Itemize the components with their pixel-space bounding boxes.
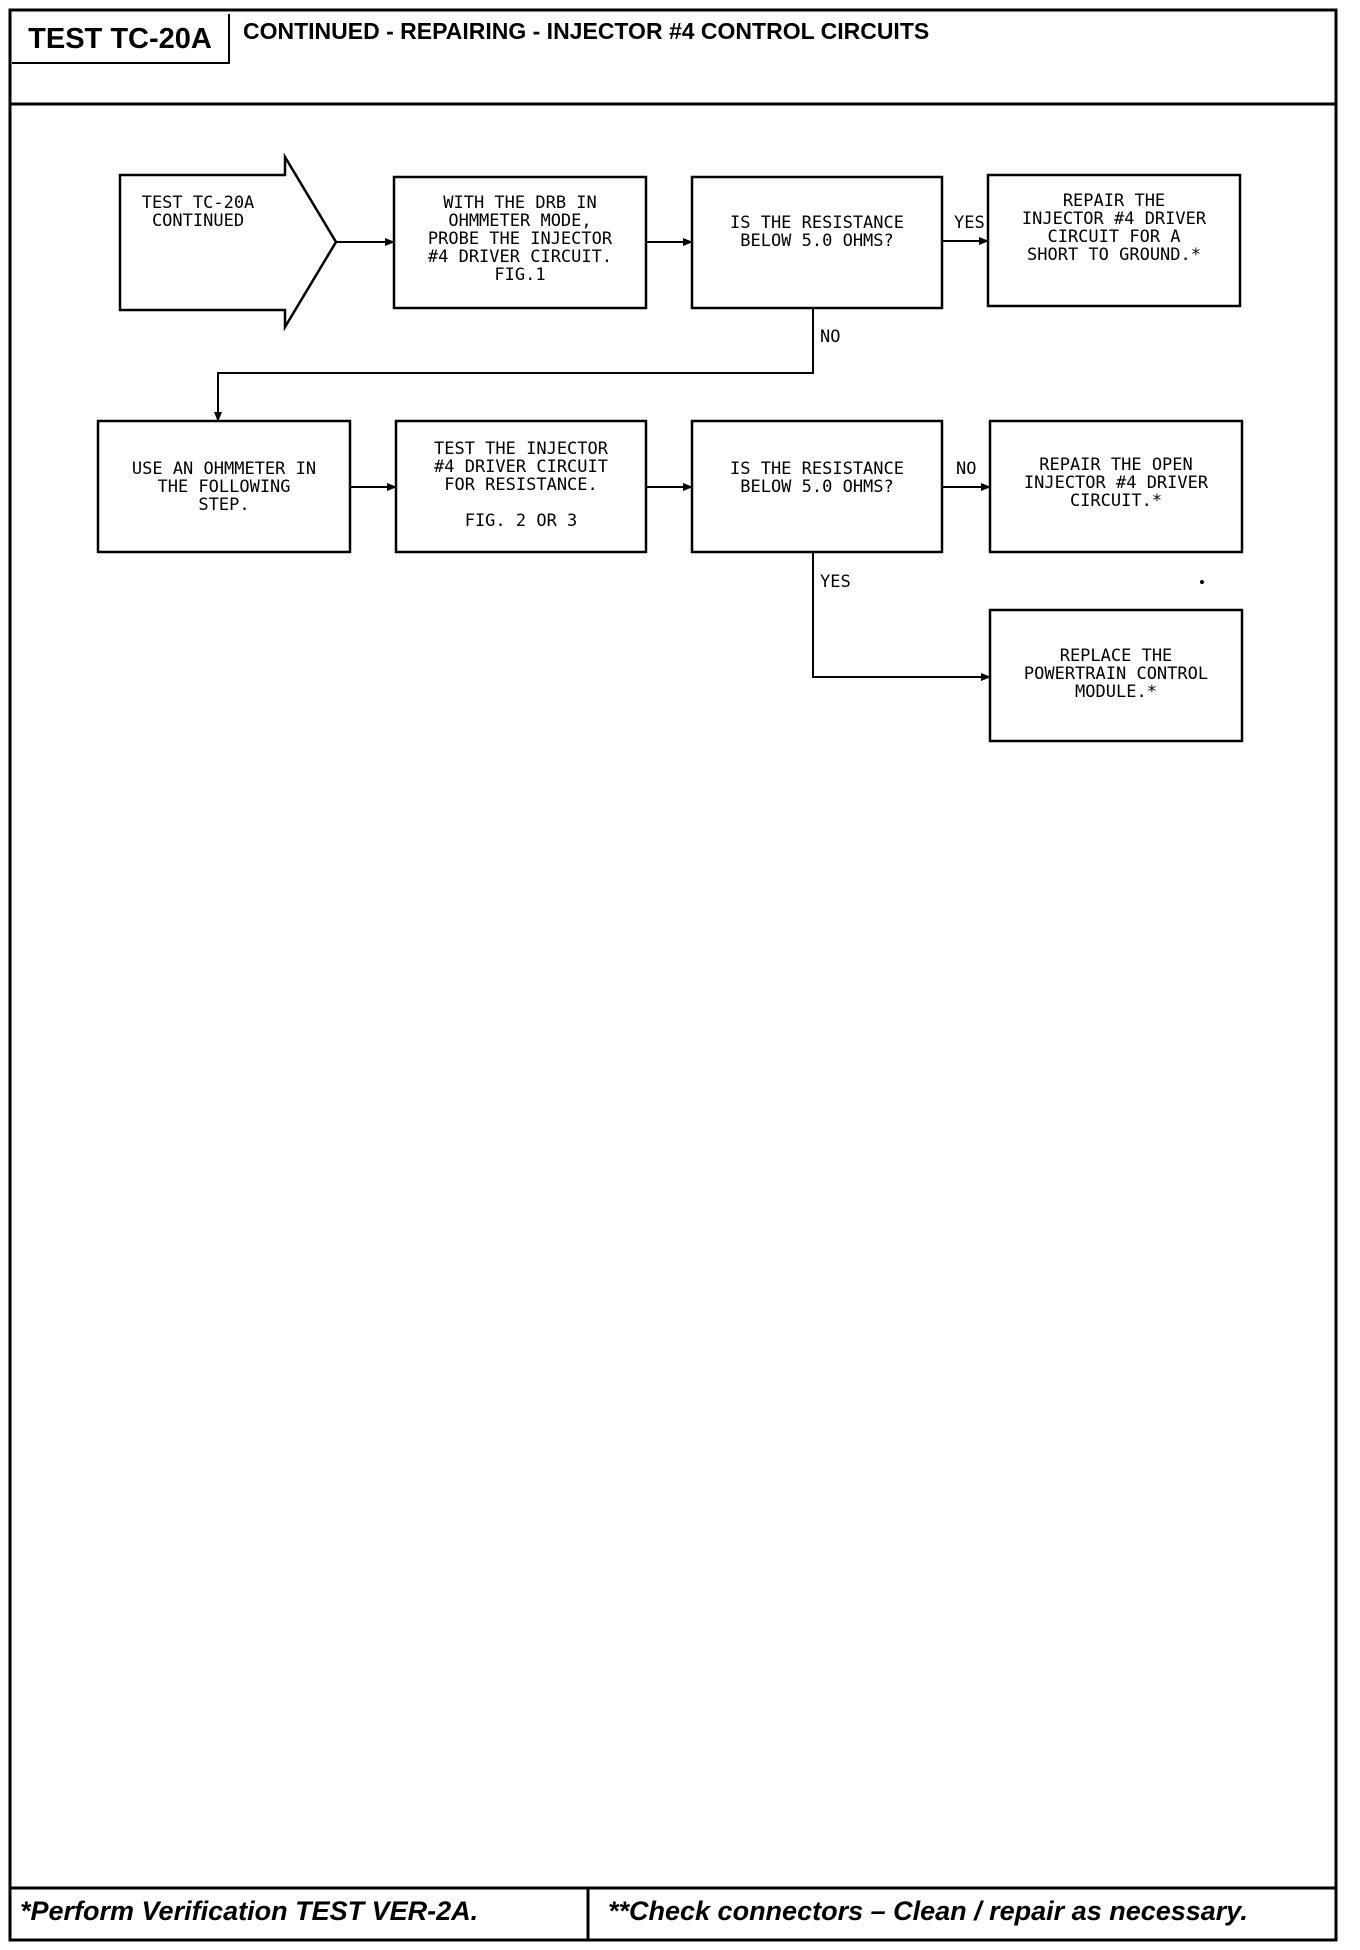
- connector-q1-no: [214, 308, 814, 422]
- label-q2-yes: YES: [820, 572, 851, 592]
- step-probe-line: OHMMETER MODE,: [448, 211, 591, 231]
- step-probe-box: [392, 175, 648, 310]
- step-probe-line: FIG.1: [494, 265, 545, 285]
- result-replace-line: MODULE.*: [1075, 682, 1157, 702]
- result-short-line: REPAIR THE: [1063, 191, 1165, 211]
- result-short-line: CIRCUIT FOR A: [1047, 227, 1180, 247]
- question-1-box: [690, 175, 944, 310]
- step-probe-line: WITH THE DRB IN: [443, 193, 597, 213]
- label-q1-yes: YES: [954, 213, 985, 233]
- step-test-line: #4 DRIVER CIRCUIT: [434, 457, 608, 477]
- step-test-line: FIG. 2 OR 3: [465, 511, 578, 531]
- footer-note-verification: *Perform Verification TEST VER-2A.: [20, 1896, 479, 1926]
- step-ohmmeter-line: USE AN OHMMETER IN: [132, 459, 316, 479]
- step-test-line: TEST THE INJECTOR: [434, 439, 609, 459]
- start-line: CONTINUED: [152, 211, 244, 231]
- label-q1-no: NO: [820, 327, 840, 347]
- test-id-badge: TEST TC-20A: [12, 14, 230, 64]
- result-short-line: SHORT TO GROUND.*: [1027, 245, 1201, 265]
- result-short-line: INJECTOR #4 DRIVER: [1022, 209, 1207, 229]
- step-test-box: [394, 419, 648, 554]
- result-replace-line: REPLACE THE: [1060, 646, 1173, 666]
- result-short-box: [986, 173, 1242, 308]
- step-ohmmeter-line: STEP.: [198, 495, 249, 515]
- question-1-line: BELOW 5.0 OHMS?: [740, 231, 894, 251]
- stray-dot: [1200, 580, 1204, 584]
- question-1-line: IS THE RESISTANCE: [730, 213, 904, 233]
- page-frame: [8, 8, 1338, 1942]
- start-arrow: [118, 152, 338, 332]
- footer-note-connectors: **Check connectors – Clean / repair as n…: [608, 1896, 1248, 1926]
- step-ohmmeter-line: THE FOLLOWING: [157, 477, 290, 497]
- connector-q2-yes: [812, 552, 991, 681]
- question-2-line: IS THE RESISTANCE: [730, 459, 904, 479]
- result-open-line: INJECTOR #4 DRIVER: [1024, 473, 1209, 493]
- step-test-line: FOR RESISTANCE.: [444, 475, 598, 495]
- label-q2-no: NO: [956, 459, 976, 479]
- result-replace-line: POWERTRAIN CONTROL: [1024, 664, 1208, 684]
- page-title: CONTINUED - REPAIRING - INJECTOR #4 CONT…: [243, 18, 930, 44]
- result-open-line: CIRCUIT.*: [1070, 491, 1162, 511]
- question-2-box: [690, 419, 944, 554]
- question-2-line: BELOW 5.0 OHMS?: [740, 477, 894, 497]
- start-line: TEST TC-20A: [142, 193, 255, 213]
- step-ohmmeter-box: [96, 419, 352, 554]
- result-open-line: REPAIR THE OPEN: [1039, 455, 1193, 475]
- step-probe-line: #4 DRIVER CIRCUIT.: [428, 247, 612, 267]
- step-probe-line: PROBE THE INJECTOR: [428, 229, 613, 249]
